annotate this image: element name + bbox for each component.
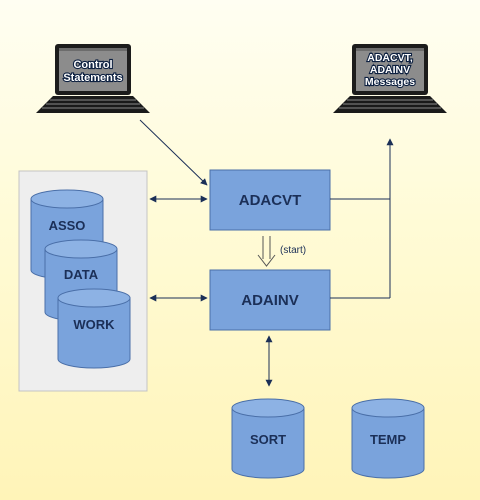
start-arrow: [257, 236, 276, 267]
messages-terminal: ADACVT, ADAINV Messages: [333, 44, 447, 113]
adacvt-label: ADACVT: [239, 192, 302, 209]
adainv-label: ADAINV: [241, 292, 299, 309]
control-to-adacvt-arrow: [139, 119, 208, 186]
monitor-screen: [59, 48, 127, 91]
keyboard-keys: [42, 99, 144, 109]
messages-connector: [330, 138, 394, 299]
data-label: DATA: [64, 267, 99, 282]
control-statements-label-2: Statements: [63, 72, 122, 84]
messages-label-3: Messages: [365, 76, 415, 88]
temp-cylinder: TEMP: [351, 398, 425, 479]
sort-label: SORT: [250, 432, 286, 447]
screen-shadow: [356, 48, 424, 51]
control-statements-terminal: Control Statements: [36, 44, 150, 113]
keyboard-keys: [339, 99, 441, 109]
control-statements-label-1: Control: [73, 59, 112, 71]
work-cylinder: WORK: [57, 288, 131, 369]
monitor-screen: [356, 48, 424, 91]
asso-label: ASSO: [49, 218, 86, 233]
sort-cylinder: SORT: [231, 398, 305, 479]
messages-label-1: ADACVT,: [367, 52, 413, 64]
work-label: WORK: [73, 317, 115, 332]
messages-label-2: ADAINV: [370, 64, 410, 76]
start-label: (start): [280, 245, 306, 256]
screen-shadow: [59, 48, 127, 51]
adainv-box: ADAINV: [209, 269, 331, 331]
adacvt-box: ADACVT: [209, 169, 331, 231]
temp-label: TEMP: [370, 432, 406, 447]
